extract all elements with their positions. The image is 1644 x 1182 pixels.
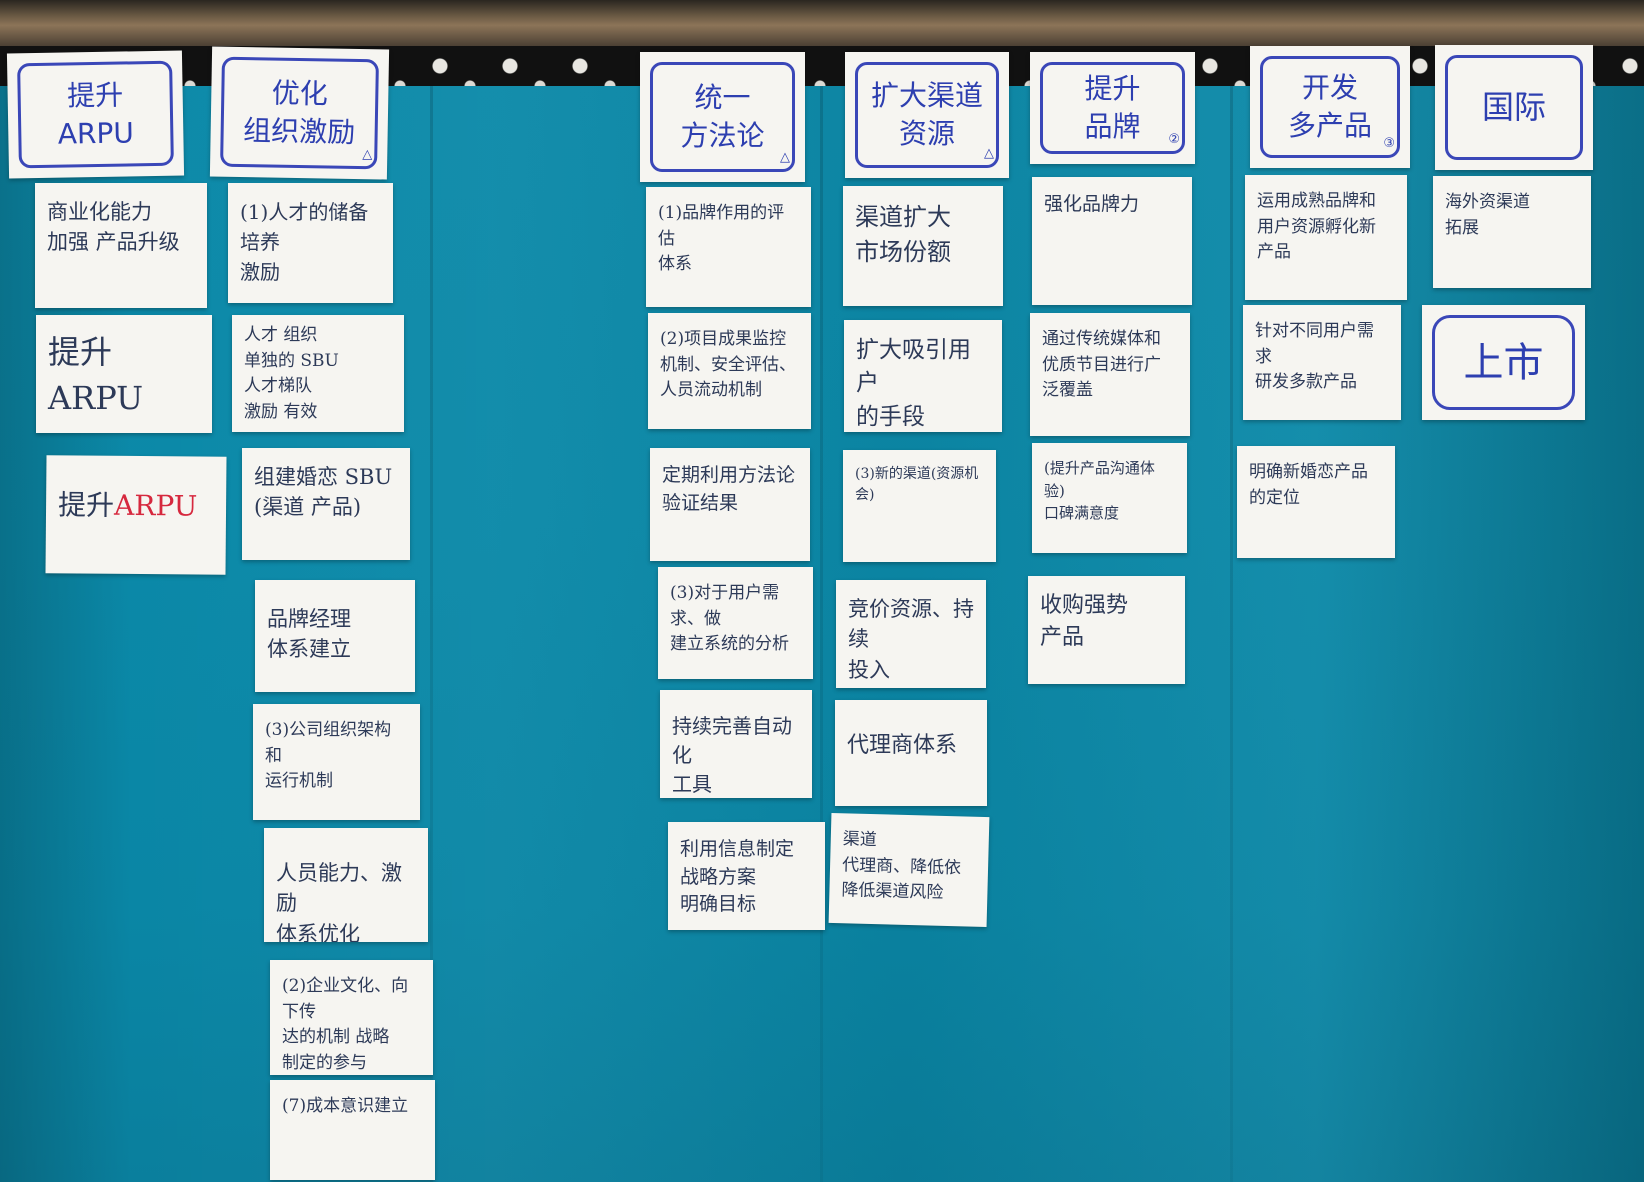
note-text: 扩大吸引用户 的手段 xyxy=(856,337,971,430)
column-header-1: 提升 ARPU xyxy=(6,50,185,179)
sticky-note: 提升ARPU xyxy=(36,315,212,433)
sticky-note: 定期利用方法论 验证结果 xyxy=(650,448,810,561)
note-text: 持续完善自动化 工具 xyxy=(672,714,792,796)
sticky-note: 持续完善自动化 工具 xyxy=(660,690,812,798)
sticky-note: (1)人才的储备 培养 激励 xyxy=(228,183,393,303)
note-text: 海外资渠道 拓展 xyxy=(1445,192,1530,238)
sticky-note: 提升ARPU xyxy=(45,455,227,575)
header-text: 开发 多产品 xyxy=(1287,71,1372,142)
sticky-note: (提升产品沟通体验) 口碑满意度 xyxy=(1032,443,1187,553)
note-text: 针对不同用户需求 研发多款产品 xyxy=(1255,321,1374,392)
header-text: 扩大渠道 资源 xyxy=(870,79,983,150)
sticky-note: (2)项目成果监控 机制、安全评估、 人员流动机制 xyxy=(648,313,811,429)
column-header-3: 统一 方法论 △ xyxy=(640,52,805,182)
column-header-4: 扩大渠道 资源△ xyxy=(845,52,1009,178)
header-text: 国际 xyxy=(1481,87,1546,126)
note-text: (3)对于用户需求、做 建立系统的分析 xyxy=(670,583,789,654)
circled-number-icon: ③ xyxy=(1383,136,1395,152)
note-text: 渠道 代理商、降低依 降低渠道风险 xyxy=(841,829,962,903)
note-text: (7)成本意识建立 xyxy=(282,1096,409,1116)
note-text: 利用信息制定 战略方案 明确目标 xyxy=(680,838,795,916)
note-text: 竞价资源、持续 投入 xyxy=(848,597,974,682)
sticky-note: (3)对于用户需求、做 建立系统的分析 xyxy=(658,567,813,679)
sticky-note: 强化品牌力 xyxy=(1032,177,1192,305)
cloth-fold xyxy=(820,86,823,1182)
note-text: 运用成熟品牌和 用户资源孵化新 产品 xyxy=(1257,191,1376,262)
sticky-note: 针对不同用户需求 研发多款产品 xyxy=(1243,305,1401,420)
cloth-fold xyxy=(430,86,433,1182)
sticky-note: 运用成熟品牌和 用户资源孵化新 产品 xyxy=(1245,175,1407,300)
note-text: (3)公司组织架构和 运行机制 xyxy=(265,720,392,791)
header-text: 提升 ARPU xyxy=(57,78,135,151)
sticky-note: 收购强势 产品 xyxy=(1028,576,1185,684)
note-text: 组建婚恋 SBU (渠道 产品) xyxy=(254,465,393,520)
note-text: (2)企业文化、向下传 达的机制 战略 制定的参与 xyxy=(282,976,409,1073)
note-text: 代理商体系 xyxy=(847,733,958,758)
sticky-note: 商业化能力 加强 产品升级 xyxy=(35,183,207,308)
note-text: 人员能力、激励 体系优化 xyxy=(276,861,402,942)
note-text: (2)项目成果监控 机制、安全评估、 人员流动机制 xyxy=(660,329,796,400)
note-text: 明确新婚恋产品 的定位 xyxy=(1249,462,1368,508)
column-header-7: 国际 xyxy=(1435,45,1593,170)
note-text: 品牌经理 体系建立 xyxy=(267,607,351,662)
note-text-prefix: 提升 xyxy=(57,488,115,522)
sticky-note: (1)品牌作用的评估 体系 xyxy=(646,187,811,307)
note-text: (3)新的渠道(资源机会) xyxy=(855,466,979,503)
note-text-red: ARPU xyxy=(113,488,198,523)
header-text: 提升 品牌 xyxy=(1084,72,1141,143)
note-text: 渠道扩大 市场份额 xyxy=(855,203,951,266)
note-text: 通过传统媒体和 优质节目进行广 泛覆盖 xyxy=(1042,329,1161,400)
triangle-mark-icon: △ xyxy=(362,147,373,163)
note-text: (1)品牌作用的评估 体系 xyxy=(658,203,785,274)
sticky-note: 利用信息制定 战略方案 明确目标 xyxy=(668,822,825,930)
sticky-note: (2)企业文化、向下传 达的机制 战略 制定的参与 xyxy=(270,960,433,1075)
sticky-note: 组建婚恋 SBU (渠道 产品) xyxy=(242,448,410,560)
column-header-6: 开发 多产品 ③ xyxy=(1250,46,1410,168)
triangle-mark-icon: △ xyxy=(780,150,790,166)
sticky-note: 人才 组织 单独的 SBU 人才梯队 激励 有效 xyxy=(232,315,404,432)
sticky-note: 品牌经理 体系建立 xyxy=(255,580,415,692)
circled-number-icon: ② xyxy=(1168,132,1180,148)
sticky-note: 渠道 代理商、降低依 降低渠道风险 xyxy=(828,812,990,928)
column-header-2: 优化 组织激励 △ xyxy=(209,46,390,180)
sticky-note: 扩大吸引用户 的手段 xyxy=(844,320,1002,432)
sticky-note: (3)公司组织架构和 运行机制 xyxy=(253,704,420,820)
note-text: 强化品牌力 xyxy=(1044,193,1140,215)
note-text: (提升产品沟通体验) 口碑满意度 xyxy=(1044,459,1155,522)
header-text: 统一 方法论 xyxy=(680,81,765,152)
note-text: 收购强势 产品 xyxy=(1040,593,1129,650)
sticky-note: 海外资渠道 拓展 xyxy=(1433,176,1591,288)
sticky-note: (3)新的渠道(资源机会) xyxy=(843,450,996,562)
note-text: (1)人才的储备 培养 激励 xyxy=(240,200,369,284)
sticky-note: 竞价资源、持续 投入 xyxy=(836,580,986,688)
sticky-note: 渠道扩大 市场份额 xyxy=(843,186,1003,306)
triangle-mark-icon: △ xyxy=(984,146,994,162)
sticky-note: (7)成本意识建立 xyxy=(270,1080,435,1180)
sticky-note: 通过传统媒体和 优质节目进行广 泛覆盖 xyxy=(1030,313,1190,436)
column-header-5: 提升 品牌 ② xyxy=(1030,52,1195,164)
sticky-note: 人员能力、激励 体系优化 xyxy=(264,828,428,942)
wooden-rail xyxy=(0,0,1644,46)
sticky-note: 代理商体系 xyxy=(835,700,987,806)
cloth-fold xyxy=(1230,86,1233,1182)
note-text: 人才 组织 单独的 SBU 人才梯队 激励 有效 xyxy=(244,325,339,422)
note-text: 定期利用方法论 验证结果 xyxy=(662,464,796,514)
sticky-note: 明确新婚恋产品 的定位 xyxy=(1237,446,1395,558)
note-text: 商业化能力 加强 产品升级 xyxy=(47,200,180,255)
header-text: 优化 组织激励 xyxy=(242,76,356,149)
note-text: 上市 xyxy=(1463,339,1544,386)
sticky-note: 上市 xyxy=(1422,305,1585,420)
note-text: 提升ARPU xyxy=(48,333,144,418)
